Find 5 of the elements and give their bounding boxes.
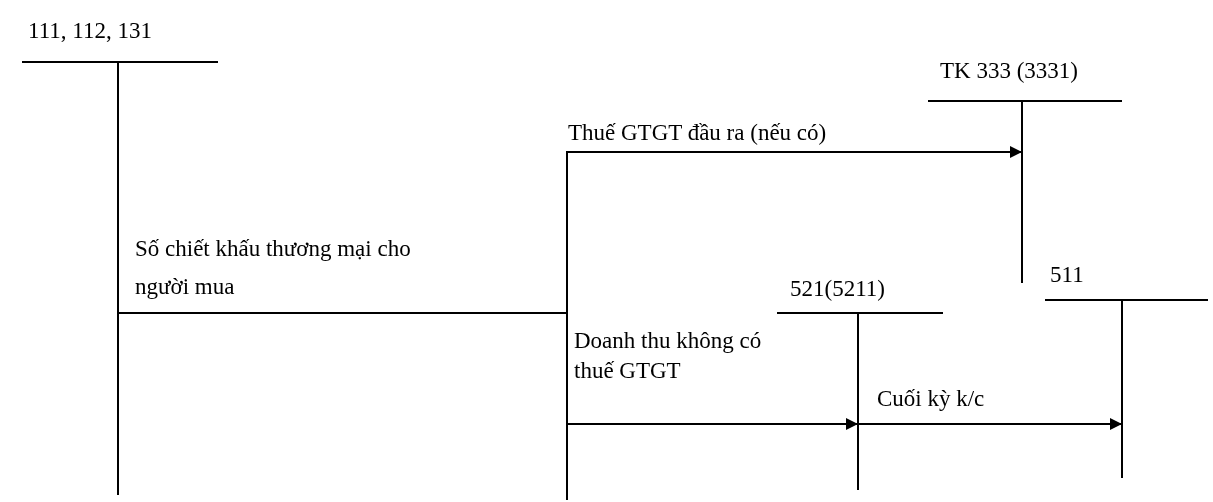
account-title: 111, 112, 131: [28, 18, 152, 44]
account-title: 511: [1050, 262, 1084, 288]
arrow: [857, 418, 1123, 430]
account-title: 521(5211): [790, 276, 885, 302]
account-title: TK 333 (3331): [940, 58, 1078, 84]
